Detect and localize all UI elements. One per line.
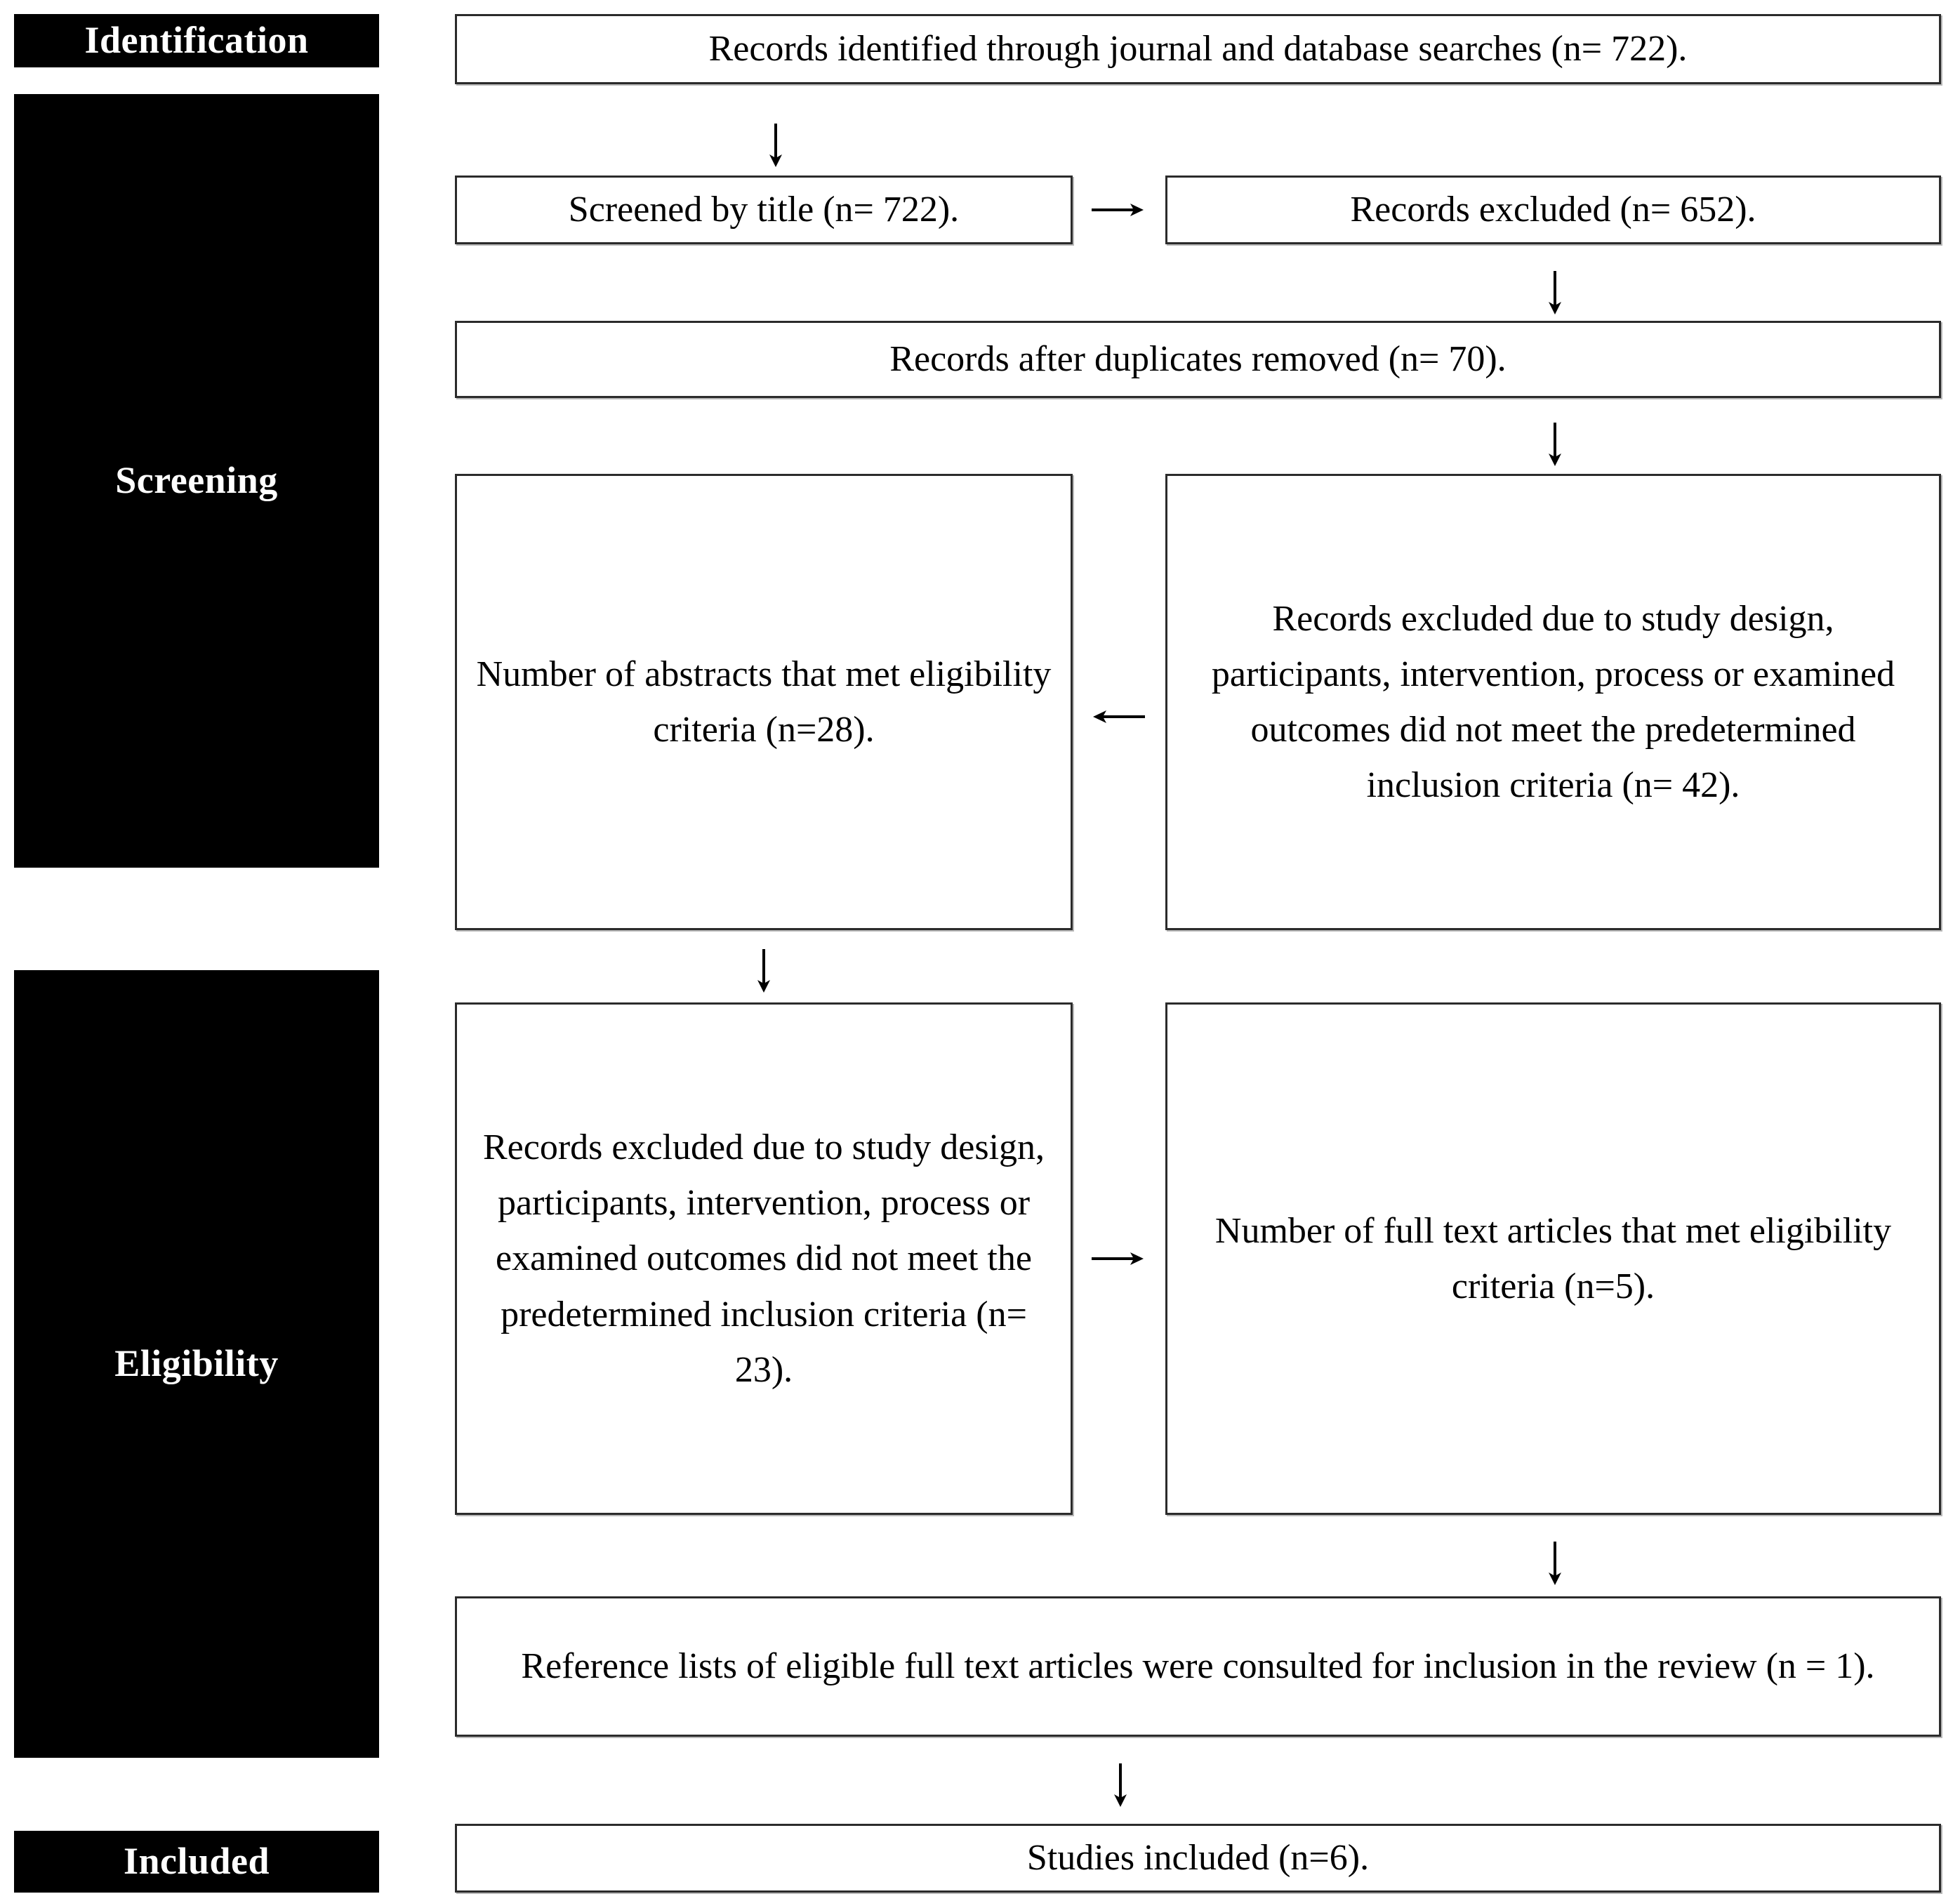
stage-label-identification: Identification	[14, 14, 379, 67]
box-records-after-duplicates: Records after duplicates removed (n= 70)…	[455, 321, 1941, 398]
arrow-excluded-to-duplicates-icon	[1541, 271, 1569, 316]
box-reference-lists: Reference lists of eligible full text ar…	[455, 1596, 1941, 1737]
stage-label-identification-text: Identification	[84, 19, 309, 62]
arrow-screened-to-excluded-icon	[1092, 195, 1145, 225]
stage-label-screening: Screening	[14, 94, 379, 868]
box-records-excluded-title: Records excluded (n= 652).	[1165, 175, 1941, 244]
box-records-identified: Records identified through journal and d…	[455, 14, 1941, 84]
box-abstracts-eligible-text: Number of abstracts that met eligibility…	[476, 654, 1052, 750]
box-screened-by-title: Screened by title (n= 722).	[455, 175, 1073, 244]
box-studies-included: Studies included (n=6).	[455, 1824, 1941, 1893]
arrow-eligibility-excluded-to-fulltext-icon	[1092, 1244, 1145, 1273]
box-records-excluded-eligibility-text: Records excluded due to study design, pa…	[482, 1127, 1045, 1390]
stage-label-included: Included	[14, 1831, 379, 1893]
box-records-after-duplicates-text: Records after duplicates removed (n= 70)…	[889, 339, 1507, 380]
arrow-screening-excluded-to-abstracts-icon	[1092, 702, 1145, 731]
stage-label-included-text: Included	[123, 1840, 270, 1883]
box-records-excluded-eligibility: Records excluded due to study design, pa…	[455, 1002, 1073, 1515]
stage-label-screening-text: Screening	[115, 459, 278, 502]
box-abstracts-eligible: Number of abstracts that met eligibility…	[455, 474, 1073, 930]
arrow-duplicates-to-screening-excluded-icon	[1541, 423, 1569, 468]
arrow-identified-to-screened-icon	[762, 124, 790, 168]
box-studies-included-text: Studies included (n=6).	[1026, 1838, 1370, 1879]
stage-label-eligibility: Eligibility	[14, 970, 379, 1758]
box-records-excluded-title-text: Records excluded (n= 652).	[1350, 190, 1756, 230]
box-records-excluded-screening-text: Records excluded due to study design, pa…	[1211, 598, 1895, 806]
arrow-fulltext-to-reference-lists-icon	[1541, 1542, 1569, 1587]
box-fulltext-eligible: Number of full text articles that met el…	[1165, 1002, 1941, 1515]
box-screened-by-title-text: Screened by title (n= 722).	[568, 190, 960, 230]
box-fulltext-eligible-text: Number of full text articles that met el…	[1214, 1210, 1892, 1306]
arrow-abstracts-to-eligibility-excluded-icon	[750, 949, 778, 994]
arrow-reference-lists-to-studies-icon	[1106, 1763, 1134, 1808]
box-reference-lists-text: Reference lists of eligible full text ar…	[521, 1646, 1875, 1687]
stage-label-eligibility-text: Eligibility	[114, 1342, 279, 1385]
box-records-excluded-screening: Records excluded due to study design, pa…	[1165, 474, 1941, 930]
box-records-identified-text: Records identified through journal and d…	[708, 29, 1688, 69]
